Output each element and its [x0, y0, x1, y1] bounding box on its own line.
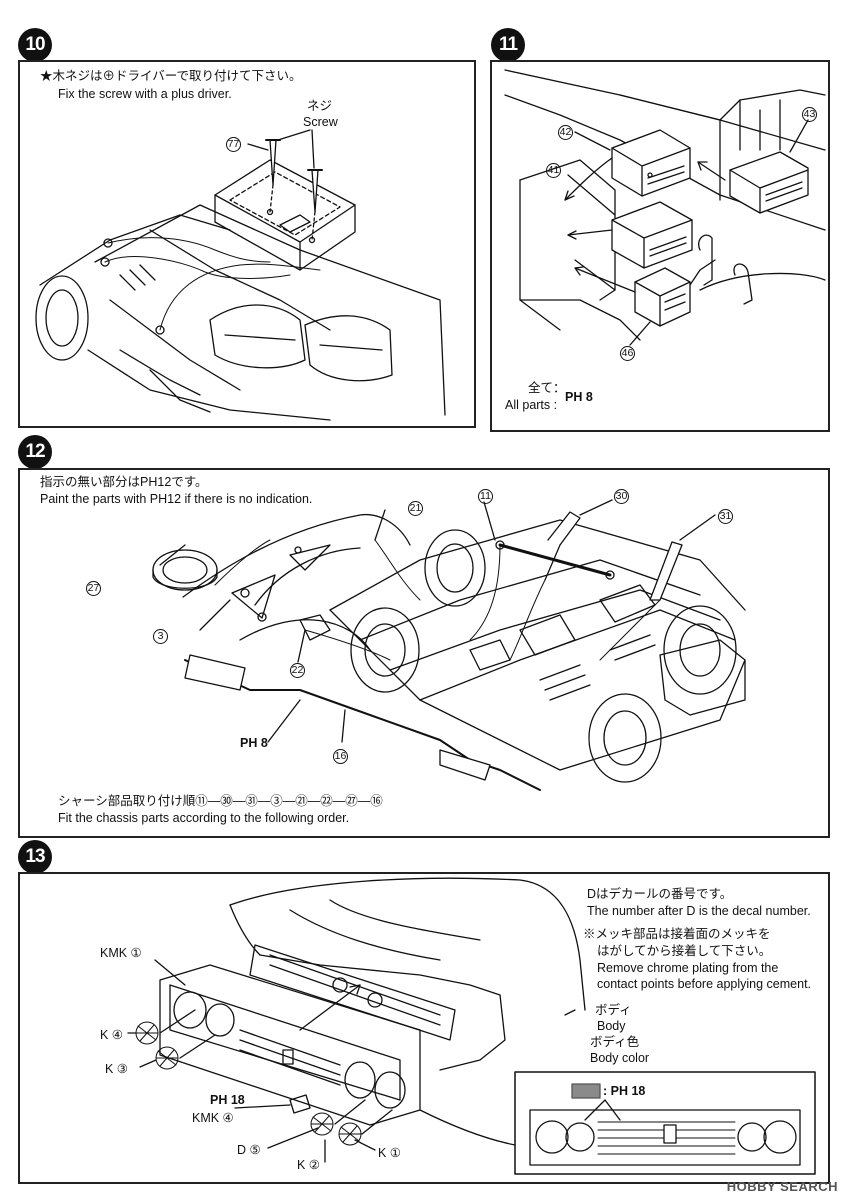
part-46-callout: 46 [620, 345, 635, 361]
part-42-callout: 42 [558, 124, 573, 140]
part-30-callout: 30 [614, 488, 629, 504]
panel-step-12 [18, 468, 830, 838]
chrome-note-en-1: Remove chrome plating from the [597, 961, 779, 975]
chrome-note-jp-1: ※メッキ部品は接着面のメッキを [583, 927, 771, 941]
part-d5-label: D ⑤ [237, 1143, 261, 1157]
part-21-callout: 21 [408, 500, 423, 516]
step-10-badge: 10 [18, 28, 52, 62]
hobby-search-watermark: HOBBY SEARCH [726, 1179, 838, 1194]
part-k3-label: K ③ [105, 1062, 129, 1076]
body-color-label-jp: ボディ色 [590, 1035, 640, 1049]
part-k4-label: K ④ [100, 1028, 124, 1042]
part-31-callout: 31 [718, 508, 733, 524]
step11-all-parts-jp: 全て： [528, 381, 566, 395]
step11-all-parts-en: All parts : [505, 398, 558, 412]
part-41-callout: 41 [546, 162, 561, 178]
decal-note-jp: Dはデカールの番号です。 [587, 887, 733, 901]
part-22-callout: 22 [290, 662, 305, 678]
detail-swatch-ph18: : PH 18 [603, 1084, 646, 1098]
chrome-note-en-2: contact points before applying cement. [597, 977, 812, 991]
step12-paint-ph8: PH 8 [240, 736, 268, 750]
step12-order-en: Fit the chassis parts according to the f… [58, 811, 350, 825]
part-k2-label: K ② [297, 1158, 321, 1172]
screw-label-jp: ネジ [307, 99, 333, 113]
part-ph18-label: PH 18 [210, 1093, 245, 1107]
part-k1-label: K ① [378, 1146, 402, 1160]
step10-note-en: Fix the screw with a plus driver. [58, 87, 232, 101]
part-kmk1-label: KMK ① [100, 946, 142, 960]
part-3-callout: 3 [153, 628, 168, 644]
step10-note-jp: ★木ネジは⊕ドライバーで取り付けて下さい。 [40, 69, 302, 83]
part-43-callout: 43 [802, 106, 817, 122]
step12-order-jp: シャーシ部品取り付け順⑪—㉚—㉛—③—㉑—㉒—㉗—⑯ [58, 794, 383, 808]
step-11-badge: 11 [491, 28, 525, 62]
decal-note-en: The number after D is the decal number. [587, 904, 811, 918]
panel-step-11 [490, 60, 830, 432]
step-11-number: 11 [498, 34, 518, 55]
part-11-callout: 11 [478, 488, 493, 504]
part-27-callout: 27 [86, 580, 101, 596]
step-10-number: 10 [25, 34, 45, 55]
step-12-badge: 12 [18, 435, 52, 469]
body-color-label-en: Body color [590, 1051, 650, 1065]
chrome-note-jp-2: はがしてから接着して下さい。 [597, 944, 772, 958]
step12-note-en: Paint the parts with PH12 if there is no… [40, 492, 313, 506]
screw-label-en: Screw [303, 115, 338, 129]
step11-paint-code: PH 8 [565, 390, 593, 404]
step-13-badge: 13 [18, 840, 52, 874]
step-12-number: 12 [25, 441, 45, 462]
part-77-callout: 77 [226, 136, 241, 152]
body-label-jp: ボディ [595, 1003, 632, 1017]
step-13-number: 13 [25, 846, 45, 867]
part-16-callout: 16 [333, 748, 348, 764]
step12-note-jp: 指示の無い部分はPH12です。 [40, 475, 208, 489]
body-label-en: Body [597, 1019, 626, 1033]
panel-step-10 [18, 60, 476, 428]
part-kmk4-label: KMK ④ [192, 1111, 234, 1125]
